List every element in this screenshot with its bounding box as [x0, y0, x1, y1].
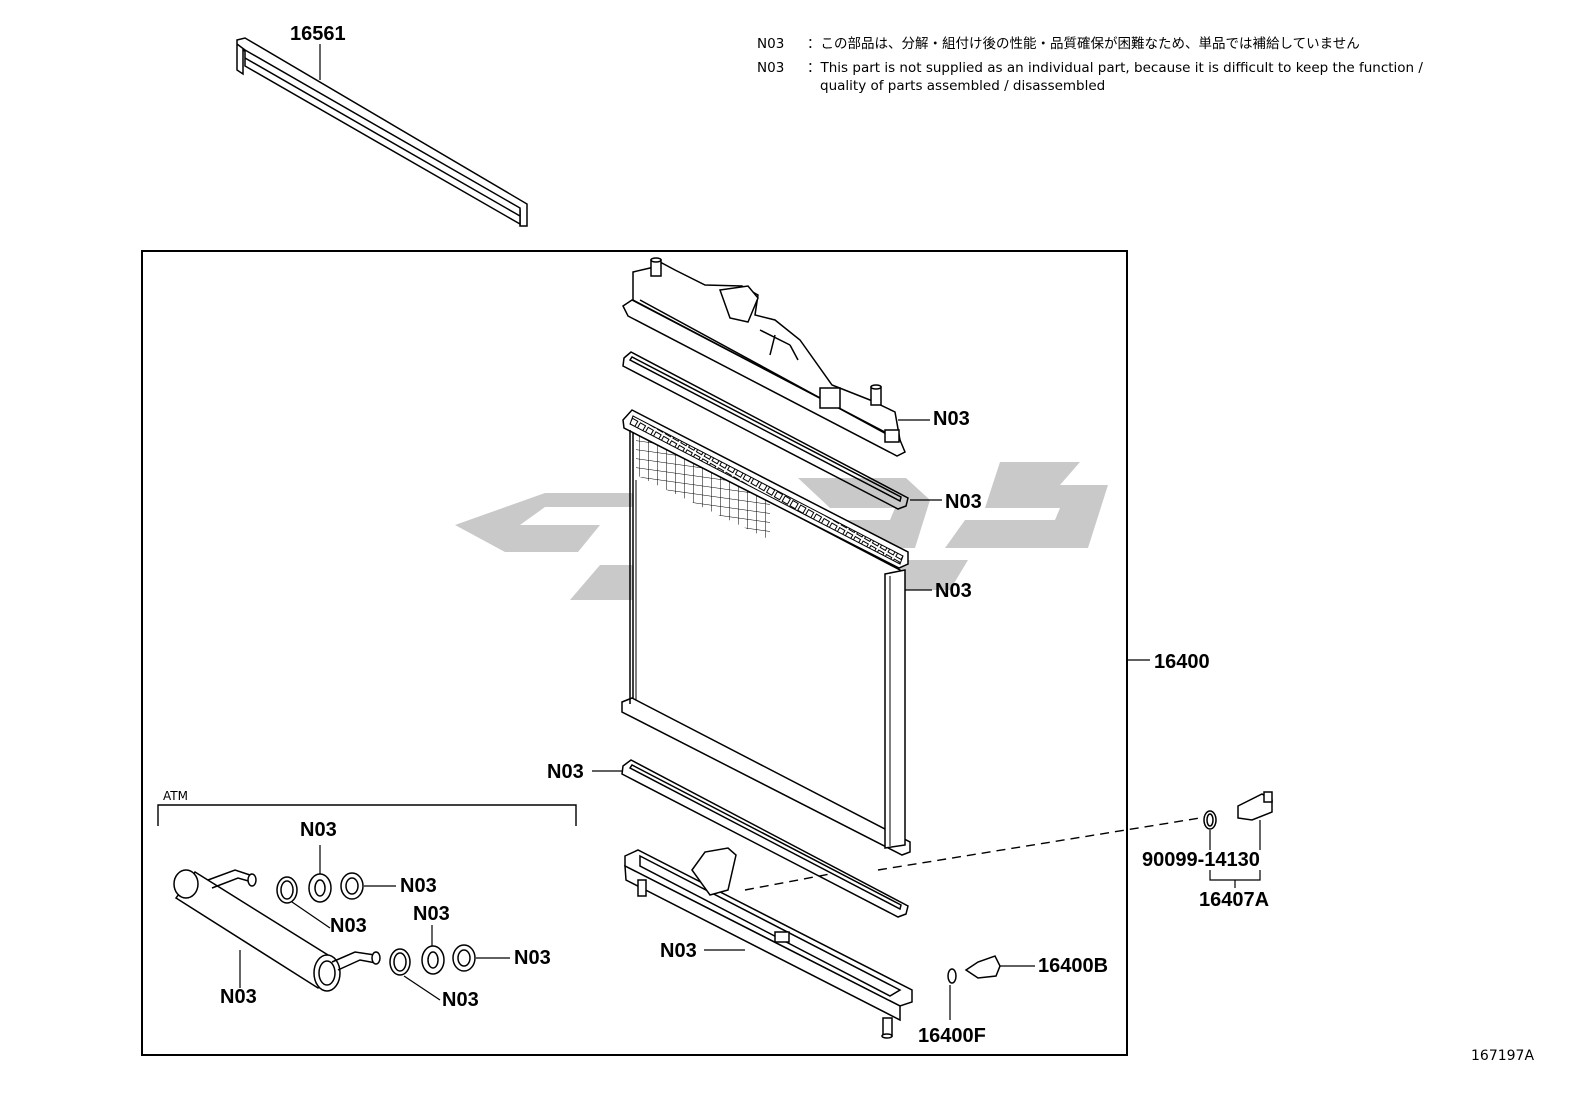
label-n03-upper-tank: N03 [933, 408, 970, 430]
note-code: N03 [757, 60, 785, 76]
label-n03-upper-gasket: N03 [945, 491, 982, 513]
note-jp: N03：この部品は、分解・組付け後の性能・品質確保が困難なため、単品では補給して… [757, 36, 1360, 52]
note-code: N03 [757, 36, 785, 52]
leader-dashed-2 [745, 874, 830, 890]
label-n03-atm-f: N03 [442, 989, 479, 1011]
label-16400B: 16400B [1038, 955, 1108, 977]
radiator-upper-gasket [623, 352, 908, 509]
label-n03-lower-tank: N03 [660, 940, 697, 962]
callout-16561: 16561 [290, 23, 346, 80]
label-n03-atm-e: N03 [514, 947, 551, 969]
illustration-id: 167197A [1471, 1048, 1534, 1064]
label-n03-atm-c: N03 [330, 915, 367, 937]
callout-leaders [240, 420, 1260, 1020]
label-n03-atm-pipe: N03 [220, 986, 257, 1008]
part-16407A-sensor [1204, 792, 1272, 829]
radiator-lower-tank [625, 848, 912, 1038]
label-n03-atm-b: N03 [400, 875, 437, 897]
part-16561-seal-bar [237, 38, 527, 226]
label-n03-core: N03 [935, 580, 972, 602]
label-n03-lower-gasket: N03 [547, 761, 584, 783]
note-en-2: quality of parts assembled / disassemble… [757, 77, 1105, 95]
atm-bracket [158, 805, 576, 826]
radiator-upper-tank [623, 258, 905, 456]
label-16400: 16400 [1154, 651, 1210, 673]
label-16407A: 16407A [1199, 889, 1269, 911]
part-16400B-drain-cock [948, 956, 1000, 983]
label-n03-atm-a: N03 [300, 819, 337, 841]
note-jp-text: この部品は、分解・組付け後の性能・品質確保が困難なため、単品では補給していません [820, 36, 1360, 52]
note-en-text-2: quality of parts assembled / disassemble… [820, 78, 1106, 94]
note-en: N03：This part is not supplied as an indi… [757, 60, 1423, 76]
label-16561: 16561 [290, 23, 346, 45]
atm-group-label: ATM [163, 789, 188, 803]
atm-oil-cooler-pipe [174, 870, 380, 991]
label-16400F: 16400F [918, 1025, 986, 1047]
leader-dashed [878, 818, 1200, 870]
label-90099-14130: 90099-14130 [1142, 849, 1260, 871]
atm-washers-lower [390, 945, 475, 975]
radiator-lower-gasket [622, 760, 908, 917]
label-n03-atm-d: N03 [413, 903, 450, 925]
atm-washers-upper [277, 873, 363, 903]
note-en-text-1: This part is not supplied as an individu… [820, 60, 1423, 76]
assembly-frame [142, 251, 1127, 1055]
radiator-core [622, 410, 910, 855]
